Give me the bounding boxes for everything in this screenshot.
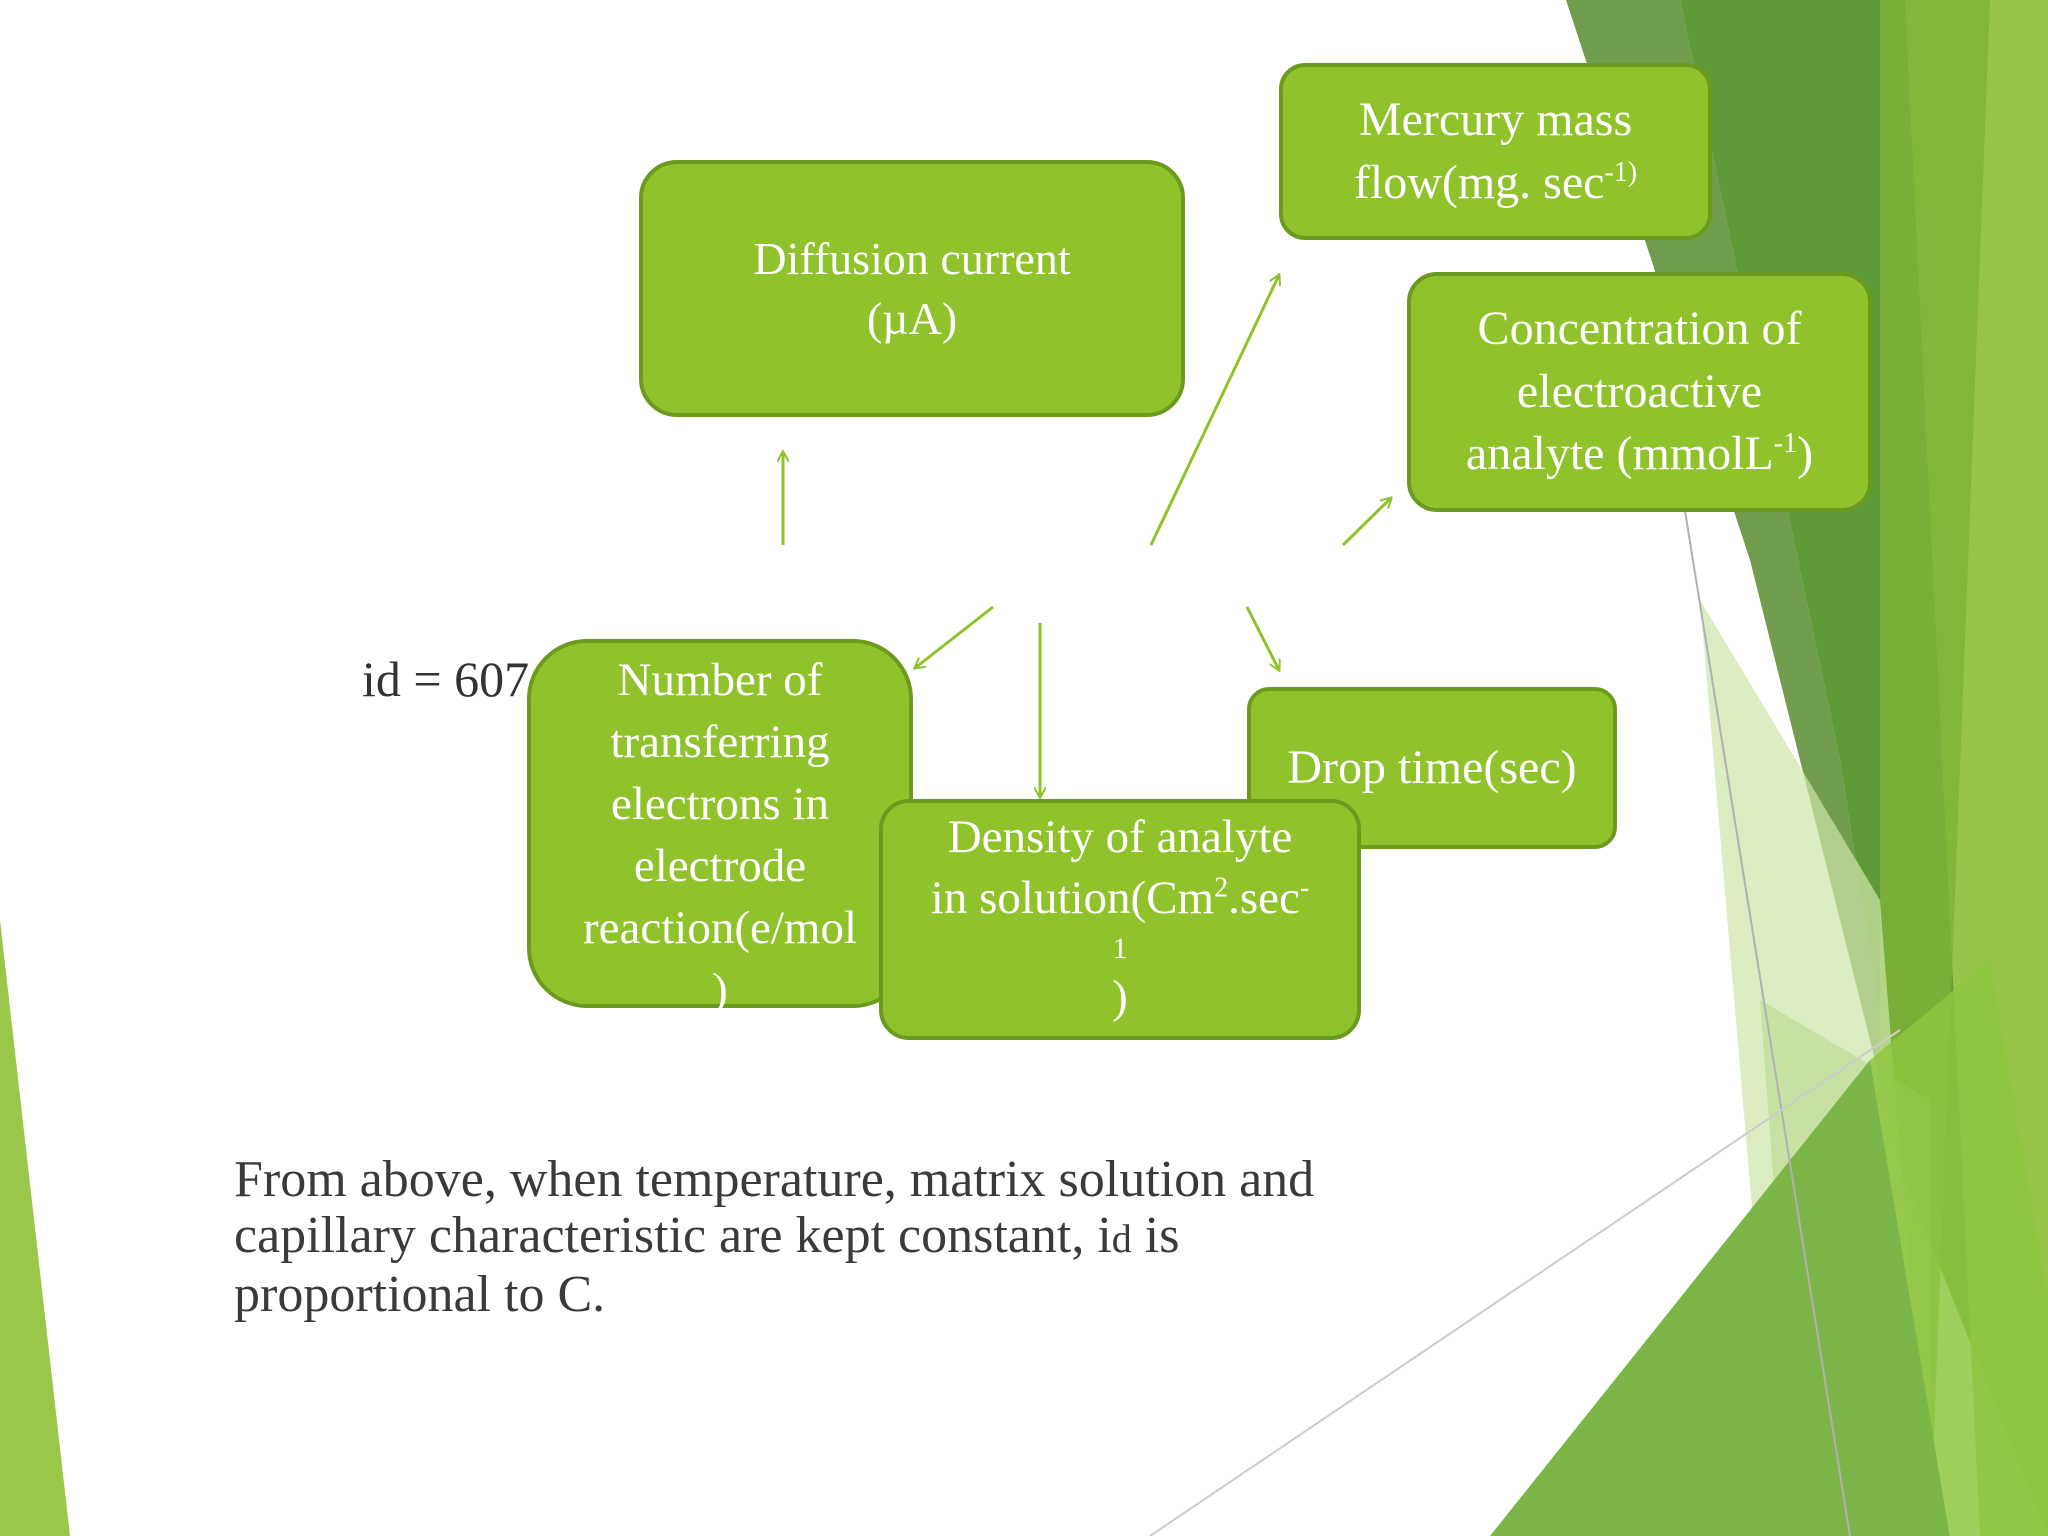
bg-thin-line-2	[1149, 1029, 1901, 1536]
node-electrons-line-1: Number of	[617, 654, 823, 706]
node-mercury-mass-flow-line-2: flow(mg. sec-1)	[1353, 155, 1638, 209]
node-density-line-1: Density of analyte	[947, 811, 1293, 863]
node-electrons-line-3: electrons in	[611, 778, 829, 831]
arrow-to-concentration	[1341, 498, 1391, 547]
node-electrons-line-5: reaction(e/mol	[582, 902, 858, 955]
arrow-to-mercury-mass-flow	[1149, 275, 1279, 546]
node-electrons: Number of transferring electrons in elec…	[527, 639, 913, 1016]
node-mercury-mass-flow-line-1: Mercury mass	[1358, 93, 1633, 147]
node-concentration-line-2: electroactive	[1516, 364, 1763, 418]
conclusion-text: From above, when temperature, matrix sol…	[234, 1152, 1484, 1323]
node-diffusion-current: Diffusion current (µA)	[639, 160, 1185, 417]
node-electrons-line-4: electrode	[633, 840, 807, 893]
node-density: Density of analyte in solution(Cm2.sec- …	[879, 799, 1361, 1040]
node-drop-time-label: Drop time(sec)	[1287, 740, 1577, 794]
arrow-to-electrons	[915, 605, 994, 668]
bg-thin-line-1	[1679, 479, 1851, 1536]
node-diffusion-current-line-1: Diffusion current	[753, 232, 1071, 284]
node-concentration-line-1: Concentration of	[1477, 302, 1802, 356]
node-density-line-3: 1	[1112, 932, 1128, 966]
arrow-to-drop-time	[1245, 606, 1279, 670]
bg-shape-bottom-light	[1870, 960, 2048, 1536]
node-electrons-line-6: )	[712, 964, 728, 1017]
bg-shape-bottom-green	[1490, 1060, 1950, 1536]
conclusion-line-1: From above, when temperature, matrix sol…	[234, 1151, 1315, 1208]
node-mercury-mass-flow: Mercury mass flow(mg. sec-1)	[1279, 63, 1712, 240]
bg-shape-left-strip	[0, 920, 70, 1536]
node-concentration: Concentration of electroactive analyte (…	[1407, 272, 1872, 512]
conclusion-line-3: proportional to C.	[234, 1266, 606, 1323]
node-concentration-line-3: analyte (mmolL-1)	[1465, 427, 1814, 481]
node-electrons-line-2: transferring	[610, 716, 830, 769]
conclusion-line-2: capillary characteristic are kept consta…	[234, 1207, 1180, 1264]
node-drop-time: Drop time(sec)	[1247, 687, 1617, 849]
equation-text: id = 607	[362, 651, 530, 707]
node-diffusion-current-line-2: (µA)	[866, 292, 958, 344]
node-density-line-2: in solution(Cm2.sec-	[930, 872, 1310, 925]
node-density-line-4: )	[1112, 971, 1128, 1024]
